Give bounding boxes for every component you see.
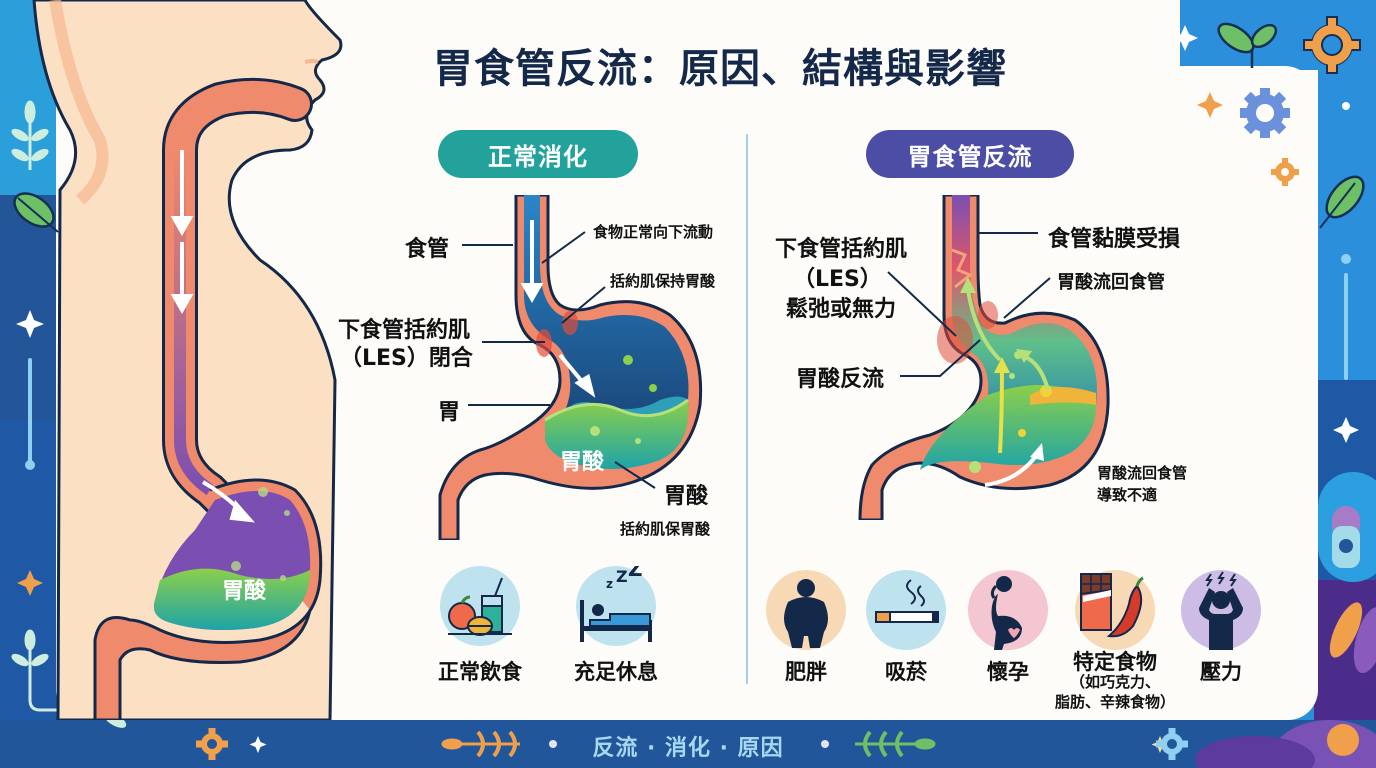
- label-les-closed: （LES）閉合: [340, 346, 473, 371]
- label-healthy-diet: 正常飲食: [438, 660, 522, 684]
- gerd-leader-lines: [887, 232, 1051, 377]
- sprig-icon: [11, 100, 49, 170]
- gerd-stomach-diagram: [858, 195, 1110, 520]
- footer-bar: [0, 720, 1376, 768]
- sprout-icon: [1217, 22, 1278, 68]
- smoking-icon: [866, 570, 946, 650]
- sparkle-icon: [1333, 417, 1359, 443]
- gear-icon: [196, 728, 228, 760]
- label-discomfort-1: 胃酸流回食管: [1097, 464, 1188, 482]
- section-pill-gerd: 胃食管反流: [866, 130, 1074, 178]
- label-pregnancy: 懷孕: [987, 660, 1029, 684]
- label-stress: 壓力: [1200, 660, 1242, 684]
- label-discomfort-2: 導致不適: [1097, 486, 1158, 504]
- label-les-weak: 鬆弛或無力: [786, 297, 897, 322]
- gear-icon: [1303, 16, 1361, 74]
- normal-leader-lines: [462, 231, 656, 489]
- label-acid: 胃酸: [664, 484, 709, 509]
- label-les-abbrev: （LES）: [793, 267, 882, 292]
- label-sphincter-note: 括約肌保胃酸: [620, 520, 711, 538]
- label-les: 下食管括約肌: [338, 318, 471, 343]
- normal-acid-pool: [545, 400, 689, 469]
- svg-text:Z: Z: [616, 567, 628, 586]
- label-acid-inside: 胃酸: [560, 450, 605, 475]
- capsule-icon: [1318, 472, 1376, 582]
- section-pill-normal-digestion: 正常消化: [438, 130, 638, 178]
- page-title: 胃食管反流：原因、結構與影響: [433, 46, 1007, 92]
- trigger-food-icon: [1075, 570, 1155, 650]
- stress-icon: [1181, 570, 1261, 650]
- label-trigger-food-examples-1: （如巧克力、: [1069, 673, 1160, 691]
- gerd-acid-pool: [920, 385, 1097, 470]
- obesity-icon: [766, 570, 846, 650]
- gear-icon: [1156, 728, 1188, 760]
- label-les-gerd: 下食管括約肌: [775, 237, 908, 262]
- section-divider: [746, 134, 748, 684]
- label-rest: 充足休息: [574, 660, 658, 684]
- pregnancy-icon: [968, 570, 1048, 650]
- sleep-icon: z Z Z: [576, 566, 656, 646]
- label-mucosa-damage: 食管黏膜受損: [1048, 227, 1181, 252]
- leaf-icon: [1319, 175, 1365, 229]
- gear-icon: [1240, 88, 1290, 138]
- gear-icon: [1271, 158, 1299, 186]
- label-esophagus: 食管: [405, 237, 450, 262]
- label-trigger-food-examples-2: 脂肪、辛辣食物）: [1054, 693, 1175, 711]
- flower-decoration: [1195, 602, 1376, 768]
- sparkle-icon: [16, 310, 44, 338]
- downward-flow-arrows: [170, 150, 255, 523]
- svg-text:Z: Z: [628, 566, 643, 581]
- label-stomach: 胃: [438, 400, 461, 425]
- sprig-green-icon: [855, 730, 936, 758]
- label-food-flow: 食物正常向下流動: [593, 223, 714, 241]
- side-stomach-acid: [153, 568, 310, 630]
- healthy-diet-icon: [440, 566, 520, 646]
- label-trigger-food: 特定食物: [1073, 650, 1157, 674]
- footer-tagline: 反流 · 消化 · 原因: [592, 736, 784, 761]
- normal-stomach-diagram: [438, 195, 703, 540]
- leaf-icon: [13, 192, 59, 233]
- label-smoking: 吸菸: [885, 660, 927, 684]
- food-flow-arrows: [520, 220, 596, 398]
- label-obesity: 肥胖: [785, 660, 827, 684]
- side-body-diagram: 胃酸: [32, 0, 343, 720]
- sparkle-icon: [1172, 25, 1198, 51]
- label-sphincter-holds-acid: 括約肌保持胃酸: [610, 272, 716, 290]
- svg-text:z: z: [606, 577, 613, 591]
- side-acid-label: 胃酸: [222, 579, 267, 604]
- label-acid-back: 胃酸流回食管: [1057, 272, 1165, 293]
- sprig-orange-icon: [441, 730, 520, 758]
- label-acid-reflux: 胃酸反流: [796, 367, 885, 392]
